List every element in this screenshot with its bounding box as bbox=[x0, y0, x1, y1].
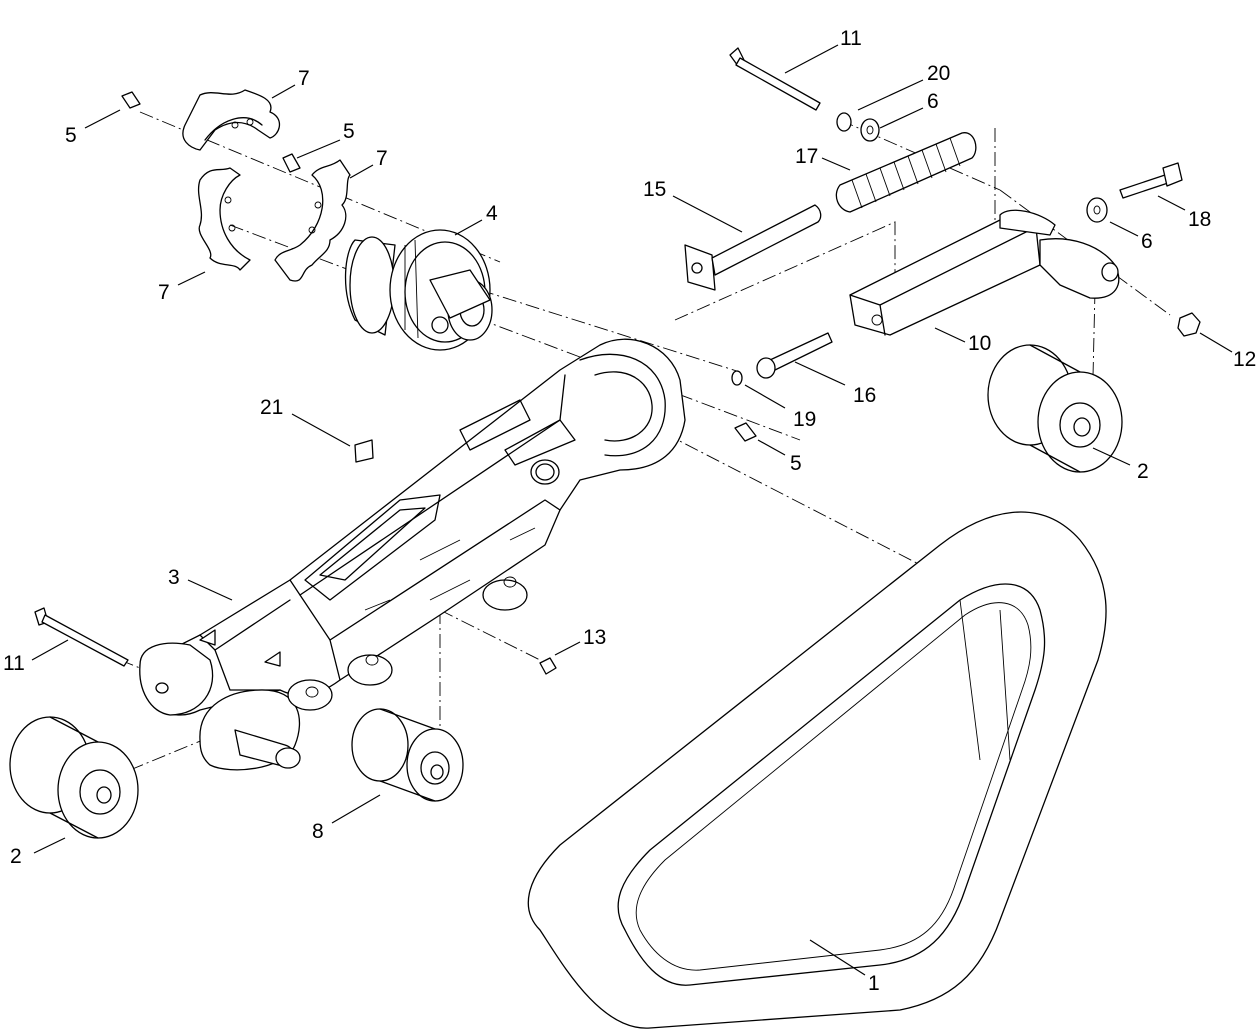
callout-7-left: 7 bbox=[158, 281, 170, 304]
callout-3: 3 bbox=[168, 566, 180, 589]
sprocket-segment-top bbox=[182, 89, 281, 151]
bolt-mid bbox=[282, 153, 301, 173]
snap-ring bbox=[731, 370, 743, 386]
drive-motor bbox=[344, 229, 493, 351]
bolt-bottom bbox=[734, 422, 757, 442]
callout-12: 12 bbox=[1233, 348, 1256, 371]
callout-5-mid: 5 bbox=[343, 120, 355, 143]
decal bbox=[354, 439, 374, 463]
callout-10: 10 bbox=[968, 332, 991, 355]
washer-20 bbox=[836, 112, 852, 132]
callout-18: 18 bbox=[1188, 208, 1211, 231]
adjuster-rod bbox=[756, 332, 833, 379]
callout-15: 15 bbox=[643, 178, 666, 201]
callout-2-right: 2 bbox=[1137, 460, 1149, 483]
nut bbox=[1177, 312, 1201, 337]
idler-wheel-right bbox=[987, 344, 1123, 473]
track-frame bbox=[139, 338, 686, 771]
track-belt bbox=[527, 511, 1107, 1029]
callout-5-bottom: 5 bbox=[790, 452, 802, 475]
callout-4: 4 bbox=[486, 202, 498, 225]
long-bolt-left bbox=[34, 607, 129, 667]
sprocket-segment-left bbox=[197, 167, 251, 271]
idler-wheel-left bbox=[9, 716, 139, 839]
bolt-18 bbox=[1119, 162, 1183, 199]
callout-6-top: 6 bbox=[927, 90, 939, 113]
callout-labels: 11 20 6 7 5 5 7 17 15 4 18 6 7 10 12 16 … bbox=[3, 27, 1256, 995]
callout-20: 20 bbox=[927, 62, 950, 85]
bolt-13 bbox=[539, 657, 557, 675]
bogie-wheel bbox=[351, 708, 464, 802]
callout-5-top-left: 5 bbox=[65, 124, 77, 147]
washer-6-right bbox=[1086, 197, 1108, 223]
callout-11-left: 11 bbox=[3, 652, 25, 675]
callout-16: 16 bbox=[853, 384, 876, 407]
tension-rod-plate bbox=[684, 204, 822, 291]
callout-11-top: 11 bbox=[840, 27, 862, 50]
washer-6-top bbox=[860, 118, 880, 142]
callout-21: 21 bbox=[260, 396, 283, 419]
idler-axle-plate bbox=[199, 689, 301, 771]
tension-spring bbox=[835, 132, 977, 213]
callout-2-left: 2 bbox=[10, 845, 22, 868]
bolt-top-left bbox=[121, 91, 141, 109]
callout-1: 1 bbox=[868, 972, 880, 995]
leader-lines bbox=[31, 44, 1233, 976]
callout-6-right: 6 bbox=[1141, 230, 1153, 253]
idler-yoke bbox=[849, 209, 1120, 336]
callout-7-top: 7 bbox=[298, 67, 310, 90]
callout-7-mid: 7 bbox=[376, 147, 388, 170]
callout-8: 8 bbox=[312, 820, 324, 843]
sprocket-segment-mid bbox=[274, 159, 351, 282]
callout-19: 19 bbox=[793, 408, 816, 431]
callout-17: 17 bbox=[795, 145, 818, 168]
callout-13: 13 bbox=[583, 626, 606, 649]
long-bolt-top bbox=[729, 47, 821, 111]
